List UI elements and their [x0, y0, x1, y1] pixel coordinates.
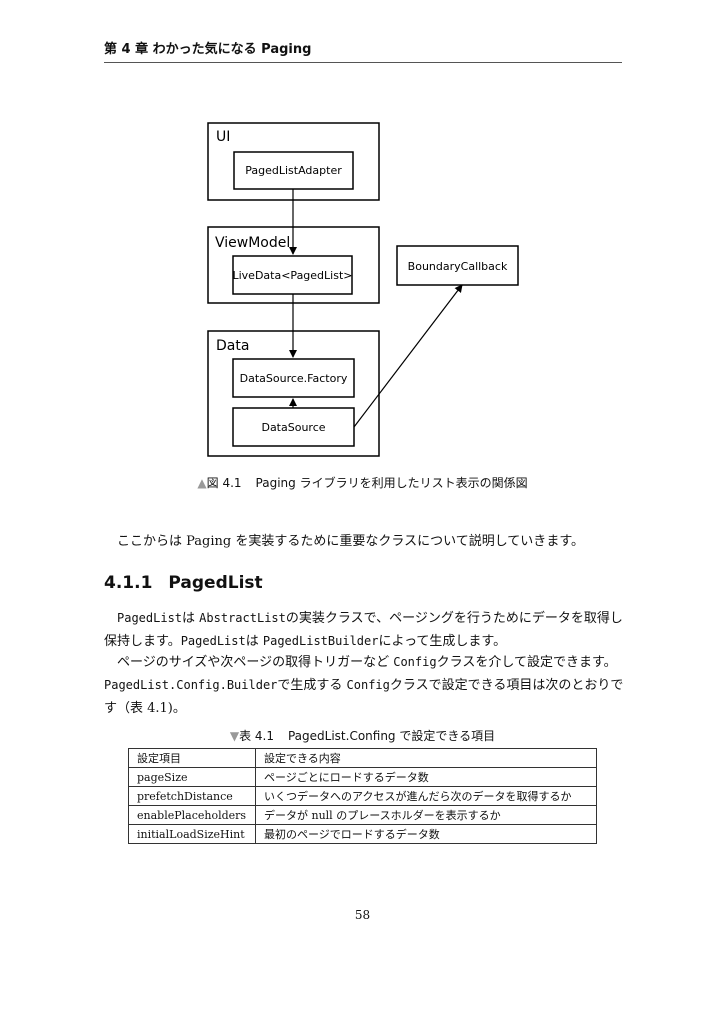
boundary-callback-label: BoundaryCallback	[408, 260, 508, 273]
table-row: prefetchDistance いくつデータへのアクセスが進んだら次のデータを…	[128, 786, 597, 806]
figure-caption: ▲図 4.1 Paging ライブラリを利用したリスト表示の関係図	[0, 474, 725, 491]
text-run: は	[182, 611, 200, 626]
intro-paragraph: ここからは Paging を実装するために重要なクラスについて説明していきます。	[117, 534, 585, 549]
caption-marker: ▲	[197, 476, 207, 490]
table-row: initialLoadSizeHint 最初のページでロードするデータ数	[128, 824, 597, 844]
config-table: 設定項目 設定できる内容 pageSize ページごとにロードするデータ数 pr…	[128, 748, 597, 844]
figure-caption-text: Paging ライブラリを利用したリスト表示の関係図	[255, 476, 528, 490]
table-cell: enablePlaceholders	[128, 805, 256, 825]
table-cell: 最初のページでロードするデータ数	[255, 824, 597, 844]
table-cell: いくつデータへのアクセスが進んだら次のデータを取得するか	[255, 786, 597, 806]
data-source-factory-box	[232, 358, 355, 398]
arrow-datasource-to-boundary	[353, 284, 463, 428]
table-caption-text: PagedList.Confing で設定できる項目	[287, 729, 496, 743]
table-header-row: 設定項目 設定できる内容	[128, 748, 597, 768]
paging-architecture-diagram: UI PagedListAdapter ViewModel LiveData<P…	[207, 122, 519, 457]
code-pagedlist: PagedList	[117, 611, 183, 625]
text-run: は	[245, 634, 263, 649]
code-pagedlistbuilder: PagedListBuilder	[262, 634, 379, 648]
code-config-builder: PagedList.Config.Builder	[104, 678, 278, 692]
chapter-title: 第 4 章 わかった気になる Paging	[104, 42, 312, 57]
data-label: Data	[216, 338, 249, 354]
text-run: によって生成します。	[378, 634, 507, 649]
section-title: PagedList	[168, 573, 263, 593]
column-header: 設定できる内容	[255, 748, 597, 768]
text-run: で生成する	[277, 678, 347, 693]
code-pagedlist: PagedList	[180, 634, 246, 648]
table-cell: データが null のプレースホルダーを表示するか	[255, 805, 597, 825]
figure-number: 図 4.1	[206, 476, 242, 490]
section-number: 4.1.1	[104, 573, 153, 593]
caption-marker: ▼	[229, 729, 240, 743]
table-cell: ページごとにロードするデータ数	[255, 767, 597, 787]
code-config: Config	[346, 678, 390, 692]
data-source-factory-label: DataSource.Factory	[240, 372, 348, 385]
paged-list-adapter-label: PagedListAdapter	[245, 164, 342, 177]
column-header: 設定項目	[128, 748, 256, 768]
text-run: クラスで設定できる項目は次のとおりです（表 4.1)。	[104, 678, 624, 716]
table-number: 表 4.1	[239, 729, 274, 743]
text-run: の実装クラスで、ページングを行うためにデータを取得し保持します。	[104, 611, 623, 649]
table-cell: pageSize	[128, 767, 256, 787]
page-header: 第 4 章 わかった気になる Paging	[104, 40, 622, 63]
data-source-label: DataSource	[261, 421, 325, 434]
table-cell: prefetchDistance	[128, 786, 256, 806]
paragraph-config: ページのサイズや次ページの取得トリガーなど Configクラスを介して設定できま…	[104, 651, 624, 720]
section-heading: 4.1.1 PagedList	[104, 573, 263, 593]
code-abstractlist: AbstractList	[199, 611, 286, 625]
code-config: Config	[393, 655, 437, 669]
page-number: 58	[354, 908, 371, 922]
viewmodel-label: ViewModel	[215, 235, 290, 251]
table-caption: ▼表 4.1 PagedList.Confing で設定できる項目	[0, 727, 725, 744]
paragraph-pagedlist: PagedListは AbstractListの実装クラスで、ページングを行うた…	[104, 607, 624, 653]
text-run: ページのサイズや次ページの取得トリガーなど	[117, 655, 394, 670]
text-run: クラスを介して設定できます。	[436, 655, 617, 670]
table-row: pageSize ページごとにロードするデータ数	[128, 767, 597, 787]
table-row: enablePlaceholders データが null のプレースホルダーを表…	[128, 805, 597, 825]
live-data-label: LiveData<PagedList>	[232, 269, 352, 282]
table-cell: initialLoadSizeHint	[128, 824, 256, 844]
ui-label: UI	[216, 129, 230, 145]
